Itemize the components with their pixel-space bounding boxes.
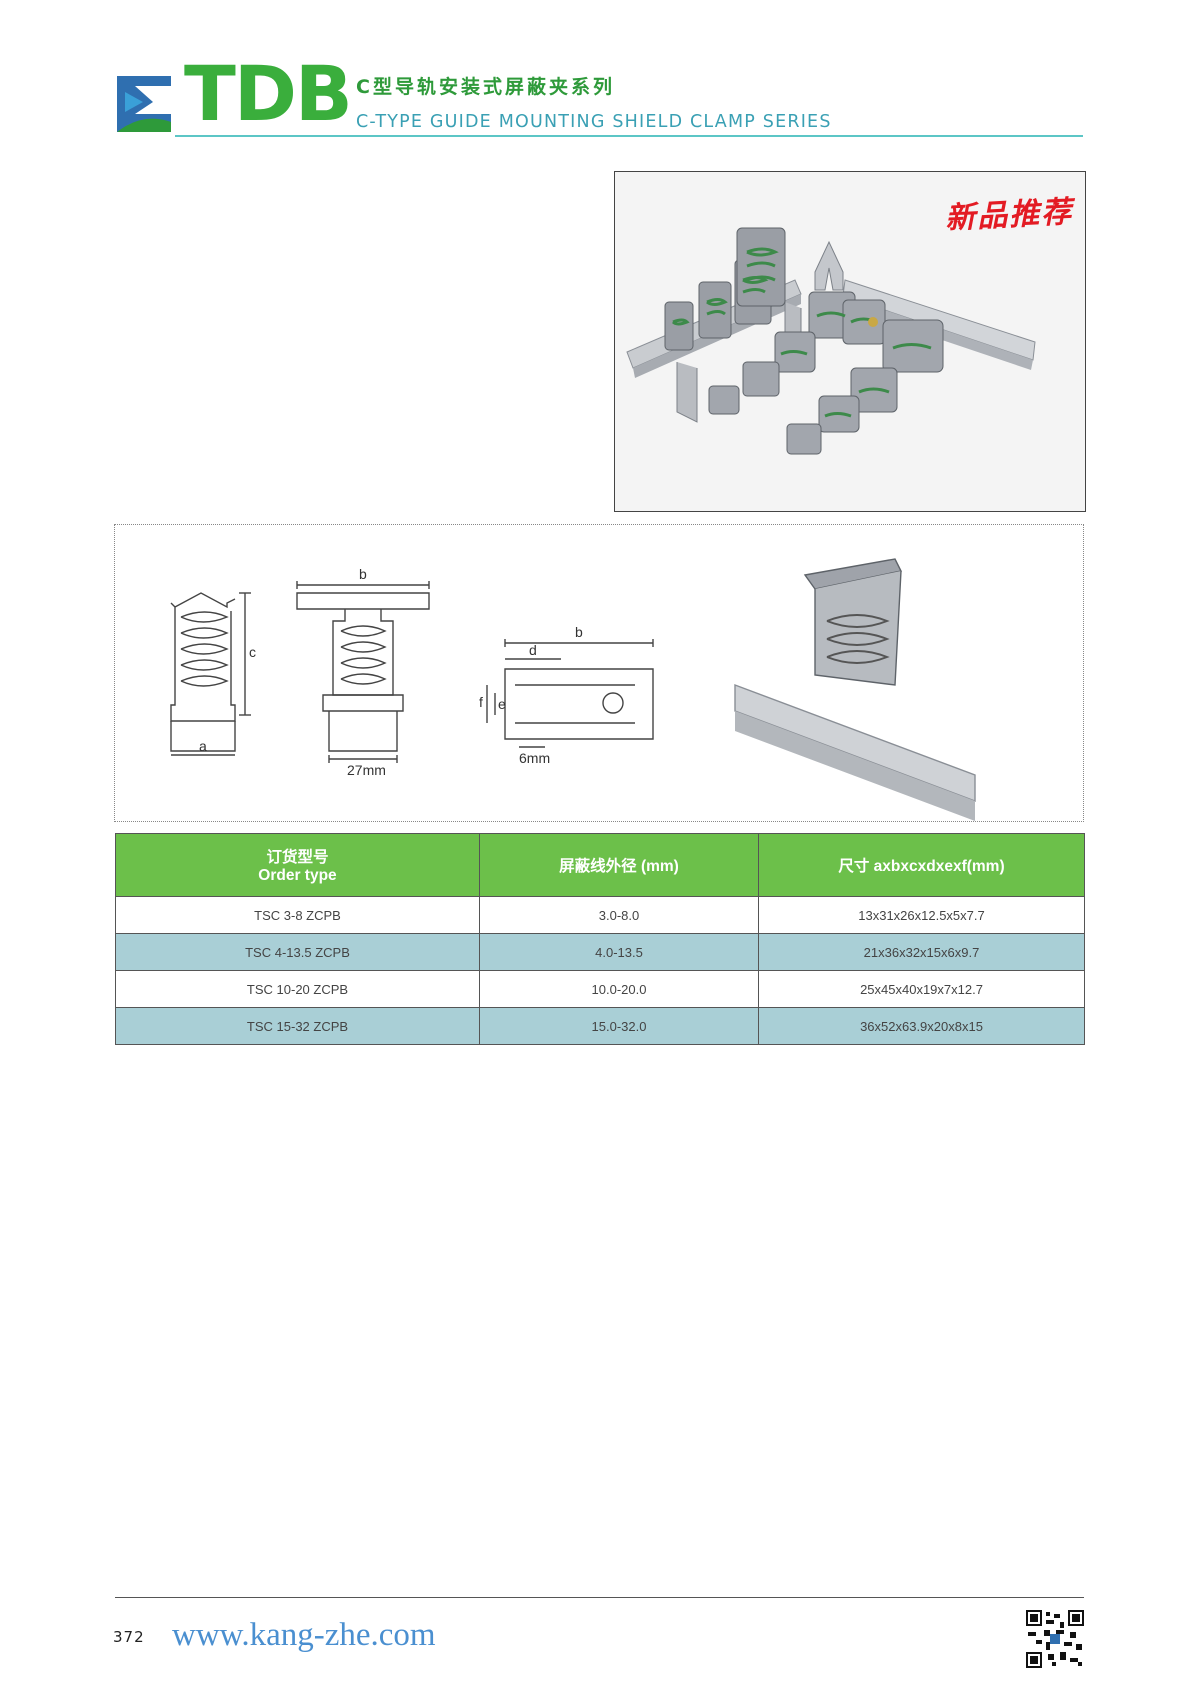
cell-size: 21x36x32x15x6x9.7: [758, 933, 1085, 971]
company-logo-icon: [113, 72, 175, 136]
cell-diameter: 3.0-8.0: [479, 896, 759, 934]
brand-logotype: TDB: [184, 49, 353, 138]
header-order-type: 订货型号 Order type: [115, 833, 480, 897]
header-size: 尺寸 axbxcxdxexf(mm): [758, 833, 1085, 897]
shield-clamp-assortment-illustration: [626, 227, 1036, 455]
dimension-label-b-top: b: [575, 624, 583, 640]
dimension-label-27mm: 27mm: [347, 762, 386, 778]
cell-diameter: 10.0-20.0: [479, 970, 759, 1008]
new-product-badge: 新品推荐: [944, 194, 1075, 237]
dimension-label-a: a: [199, 738, 207, 754]
cell-type: TSC 15-32 ZCPB: [115, 1007, 480, 1045]
page-number: 372: [113, 1628, 145, 1646]
header-order-type-cn: 订货型号: [266, 849, 329, 866]
table-header-row: 订货型号 Order type 屏蔽线外径 (mm) 尺寸 axbxcxdxex…: [115, 833, 1085, 897]
header-order-type-en: Order type: [258, 867, 337, 884]
technical-drawing-panel: a c b 27mm b d e f 6mm: [114, 524, 1084, 822]
dimension-label-d: d: [529, 642, 537, 658]
cell-size: 13x31x26x12.5x5x7.7: [758, 896, 1085, 934]
spec-table: 订货型号 Order type 屏蔽线外径 (mm) 尺寸 axbxcxdxex…: [115, 833, 1085, 1045]
cell-size: 25x45x40x19x7x12.7: [758, 970, 1085, 1008]
table-row: TSC 4-13.5 ZCPB 4.0-13.5 21x36x32x15x6x9…: [115, 933, 1085, 971]
header-divider: [175, 135, 1083, 137]
dimension-label-c: c: [249, 644, 256, 660]
table-row: TSC 3-8 ZCPB 3.0-8.0 13x31x26x12.5x5x7.7: [115, 896, 1085, 934]
cell-size: 36x52x63.9x20x8x15: [758, 1007, 1085, 1045]
cell-type: TSC 10-20 ZCPB: [115, 970, 480, 1008]
dimension-drawings: a c b 27mm b d e f 6mm: [170, 558, 976, 821]
dimension-label-f: f: [479, 694, 483, 710]
cell-type: TSC 3-8 ZCPB: [115, 896, 480, 934]
dimension-label-b: b: [359, 566, 367, 582]
series-title-english: C-TYPE GUIDE MOUNTING SHIELD CLAMP SERIE…: [356, 112, 832, 132]
qr-code-icon[interactable]: [1026, 1610, 1084, 1668]
table-row: TSC 15-32 ZCPB 15.0-32.0 36x52x63.9x20x8…: [115, 1007, 1085, 1045]
cell-type: TSC 4-13.5 ZCPB: [115, 933, 480, 971]
dimension-label-6mm: 6mm: [519, 750, 550, 766]
footer-divider: [115, 1597, 1084, 1598]
dimension-label-e: e: [498, 696, 506, 712]
table-row: TSC 10-20 ZCPB 10.0-20.0 25x45x40x19x7x1…: [115, 970, 1085, 1008]
product-photo: 新品推荐: [614, 171, 1086, 512]
cell-diameter: 15.0-32.0: [479, 1007, 759, 1045]
series-title-chinese: C型导轨安装式屏蔽夹系列: [356, 76, 615, 98]
header-diameter: 屏蔽线外径 (mm): [479, 833, 759, 897]
website-link[interactable]: www.kang-zhe.com: [172, 1617, 436, 1653]
cell-diameter: 4.0-13.5: [479, 933, 759, 971]
